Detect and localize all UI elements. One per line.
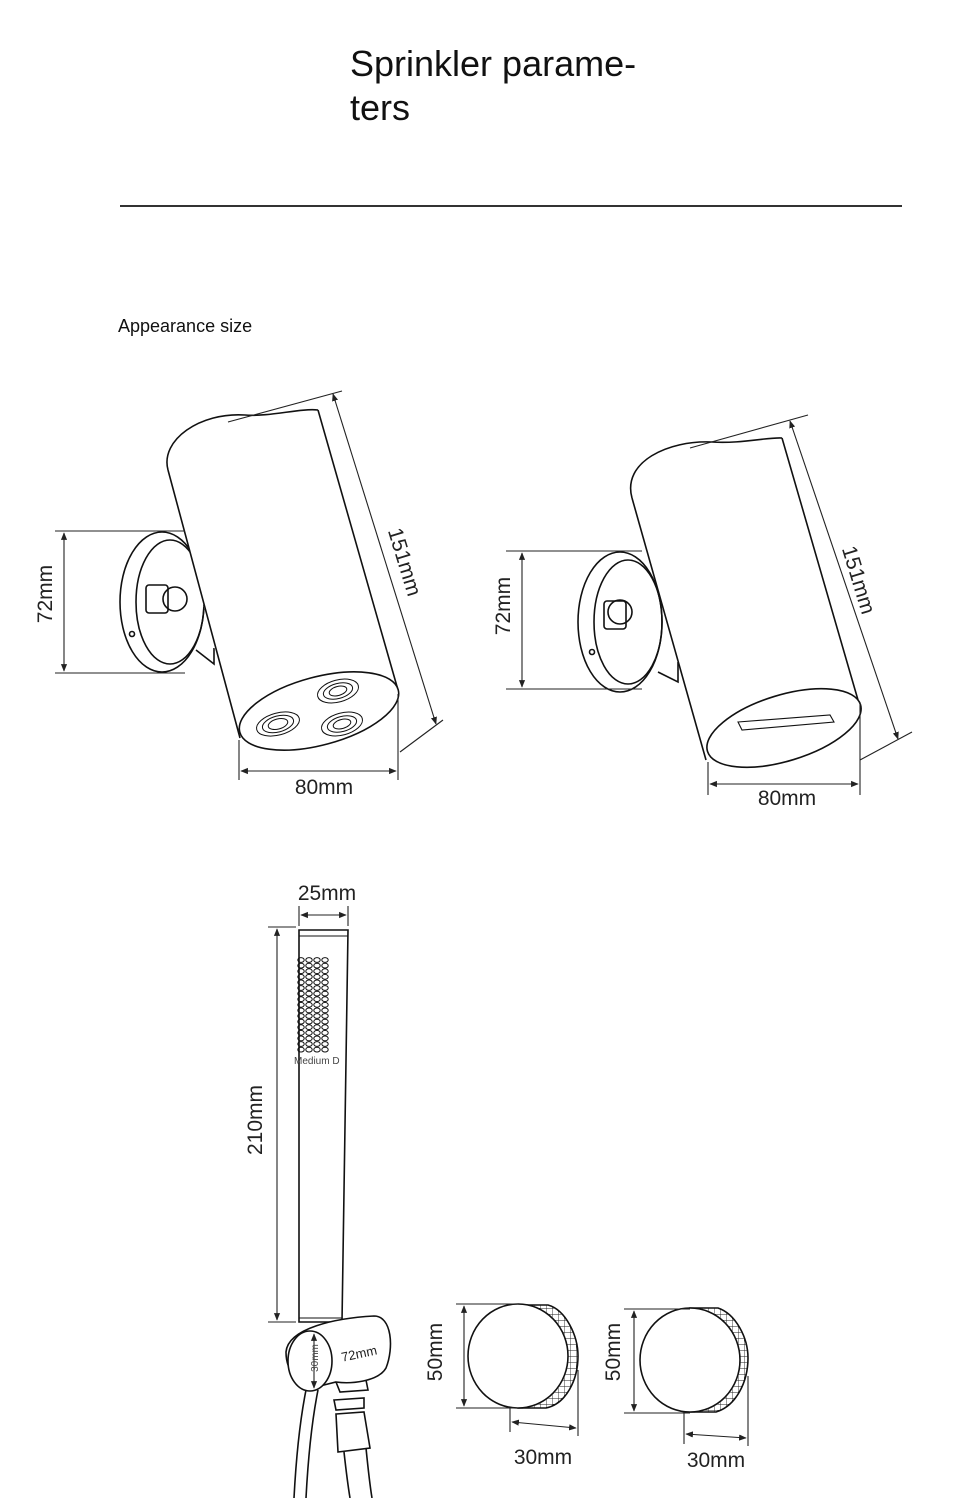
spray-nozzle (321, 1035, 329, 1042)
spray-nozzle (313, 996, 321, 1003)
spray-nozzle (321, 1007, 329, 1014)
spray-nozzle (297, 996, 305, 1003)
spray-nozzle (297, 1029, 305, 1036)
spray-nozzle (297, 957, 305, 963)
spray-nozzle (313, 1024, 321, 1031)
spray-nozzle (321, 957, 329, 963)
shower2-height-label: 72mm (492, 577, 515, 635)
knob2-dimensions (624, 1308, 749, 1446)
knob1-depth-label: 30mm (514, 1446, 572, 1469)
spray-nozzle (305, 1024, 313, 1031)
spray-nozzle (305, 968, 313, 975)
spray-nozzle (305, 973, 313, 980)
spray-nozzle (297, 1041, 305, 1047)
shower1-length-label: 151mm (383, 525, 425, 599)
spray-nozzle (305, 1018, 313, 1025)
shower1-height-label: 72mm (34, 565, 57, 623)
knob1-dimensions (456, 1303, 579, 1436)
spray-nozzle (305, 1001, 313, 1008)
shower2-width-label: 80mm (758, 787, 816, 810)
shower1-width-label: 80mm (295, 776, 353, 799)
spray-nozzle (313, 1018, 321, 1025)
section-label: Appearance size (118, 316, 253, 336)
hand-shower-drawing (285, 929, 392, 1498)
spray-nozzle (297, 1001, 305, 1008)
spray-nozzle (297, 1018, 305, 1025)
spray-nozzle (305, 1007, 313, 1014)
control-knob-drawing (467, 1303, 579, 1409)
holder-diameter-label: 30mm (310, 1344, 321, 1372)
spray-nozzle (305, 985, 313, 991)
spray-nozzle (305, 1013, 313, 1019)
spray-nozzle (313, 1029, 321, 1036)
spray-nozzle (297, 1035, 305, 1042)
spray-nozzle (313, 1035, 321, 1042)
page-title: Sprinkler parame- ters (350, 42, 680, 130)
spray-nozzle (313, 973, 321, 980)
spray-nozzle (321, 962, 329, 969)
shower1-dimensions (55, 390, 444, 780)
shower2-length-label: 151mm (837, 543, 879, 617)
spray-nozzle (297, 979, 305, 986)
spray-nozzle (321, 1018, 329, 1025)
spray-nozzle (321, 1029, 329, 1036)
shower2-dimensions (506, 414, 913, 795)
spray-nozzle (321, 985, 329, 991)
spray-nozzle (313, 1013, 321, 1019)
spray-nozzle (313, 985, 321, 991)
spray-nozzle (297, 990, 305, 997)
handshower-diameter-label: 25mm (298, 882, 356, 905)
spray-nozzle (297, 962, 305, 969)
spray-nozzle (313, 1001, 321, 1008)
spray-nozzle (321, 1046, 329, 1053)
spray-nozzle (313, 1041, 321, 1047)
spray-nozzle (297, 968, 305, 975)
spray-nozzle (305, 957, 313, 963)
spray-nozzle (305, 1046, 313, 1053)
spray-nozzle (305, 1035, 313, 1042)
spray-nozzle (305, 979, 313, 986)
spray-nozzle (297, 985, 305, 991)
rain-shower-head-drawing (119, 408, 400, 751)
spray-mode-label: Medium D (294, 1056, 340, 1067)
spray-nozzle (313, 1007, 321, 1014)
title-divider (120, 205, 902, 207)
spray-nozzle (297, 973, 305, 980)
spray-nozzle (321, 990, 329, 997)
spray-nozzle (321, 1024, 329, 1031)
spray-nozzle (297, 1013, 305, 1019)
spray-nozzle (305, 962, 313, 969)
title-line-1: Sprinkler parame- (350, 43, 637, 84)
knob2-diameter-label: 50mm (602, 1323, 625, 1381)
spray-nozzle (297, 1007, 305, 1014)
holder-width-label: 72mm (340, 1343, 378, 1365)
spray-nozzle (313, 962, 321, 969)
spray-nozzle (305, 1029, 313, 1036)
knob2-depth-label: 30mm (687, 1449, 745, 1472)
handshower-length-label: 210mm (244, 1085, 267, 1155)
spray-nozzle (305, 1041, 313, 1047)
spray-nozzle (313, 1046, 321, 1053)
spray-nozzle (297, 1024, 305, 1031)
title-line-2: ters (350, 87, 411, 128)
knob1-diameter-label: 50mm (424, 1323, 447, 1381)
spray-nozzle (305, 996, 313, 1003)
control-knob-drawing-2 (639, 1307, 749, 1413)
spray-nozzle (321, 979, 329, 986)
spray-nozzle (321, 1041, 329, 1047)
spray-nozzle (321, 996, 329, 1003)
spray-nozzle (305, 990, 313, 997)
spray-nozzle (313, 968, 321, 975)
handshower-dimensions (268, 906, 349, 1389)
spray-nozzle (321, 1013, 329, 1019)
spray-nozzle (297, 1046, 305, 1053)
waterfall-shower-head-drawing (577, 437, 862, 769)
spray-nozzle (321, 973, 329, 980)
spray-nozzle (313, 979, 321, 986)
spray-nozzle (313, 990, 321, 997)
spray-nozzle (321, 968, 329, 975)
spray-nozzle (321, 1001, 329, 1008)
spray-nozzle (313, 957, 321, 963)
